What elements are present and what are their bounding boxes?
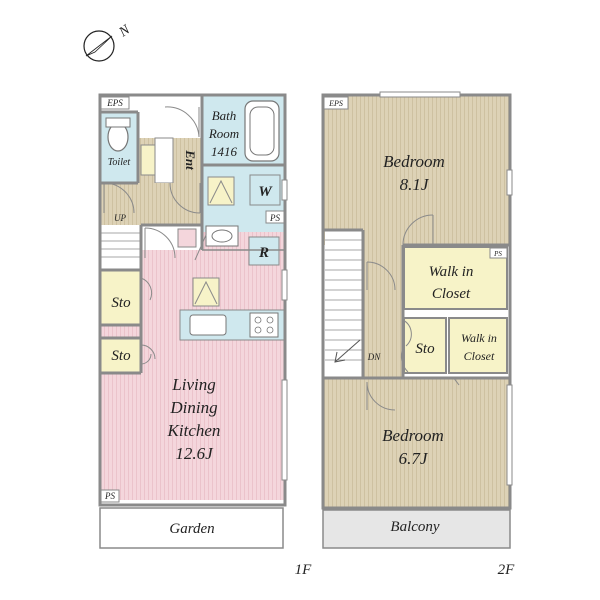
bedroom-2-size: 6.7J: [399, 449, 429, 468]
storage-2-room: [101, 338, 141, 373]
eps-label-1f: EPS: [106, 98, 123, 108]
balcony-label: Balcony: [390, 519, 439, 535]
walk-in-closet-2-room: [448, 317, 508, 374]
ldk-label-2: Dining: [169, 398, 217, 417]
bath-label-2: Room: [208, 126, 239, 141]
eps-box-2f: [323, 96, 349, 110]
bedroom-2-room: [324, 378, 509, 508]
sink-icon: [189, 314, 227, 336]
shoe-cabinet: [140, 144, 156, 176]
bedroom-1-size: 8.1J: [400, 175, 430, 194]
ps-box-bottom: [100, 489, 120, 503]
fridge-space: [248, 236, 280, 266]
eps-box-1f: [100, 96, 130, 110]
up-label: UP: [114, 213, 126, 223]
floor1-windows: [281, 179, 288, 481]
storage-2-label: Sto: [111, 348, 131, 364]
stairs-down-arrow: [334, 339, 361, 363]
ldk-label-1: Living: [171, 375, 215, 394]
washer-space: [249, 174, 281, 206]
garden-label: Garden: [169, 521, 214, 537]
floor2-windows: [379, 91, 513, 486]
compass-north-label: N: [116, 22, 134, 41]
ps-box-top: [265, 210, 285, 224]
floor2-label: 2F: [498, 562, 516, 578]
bedroom-1-label: Bedroom: [383, 152, 445, 171]
bath-label-3: 1416: [211, 144, 238, 159]
floor-1: EPS Toilet Ent Bath Room 1416 W PS UP R …: [98, 93, 313, 578]
bedroom-2-label: Bedroom: [382, 426, 444, 445]
compass-needle-south: [85, 35, 113, 57]
ldk-label-3: Kitchen: [167, 421, 221, 440]
floor1-label: 1F: [295, 562, 313, 578]
entrance-label: Ent: [183, 149, 198, 170]
ldk-size: 12.6J: [175, 444, 214, 463]
floor-2: EPS Bedroom 8.1J Walk in Closet PS Sto W…: [321, 91, 516, 578]
floor2-doors: [366, 214, 460, 411]
stairs-2f: [325, 230, 363, 377]
hallway: [101, 183, 202, 225]
range-hood: [192, 277, 220, 307]
stairs-1f-treads: [101, 232, 141, 258]
ps-label-2f: PS: [493, 250, 502, 258]
eps-label-2f: EPS: [328, 99, 343, 108]
entrance-step: [154, 137, 174, 184]
fridge-label: R: [258, 245, 269, 261]
balcony-area: [322, 509, 511, 549]
storage-1-label: Sto: [111, 295, 131, 311]
storage-1-room: [101, 270, 141, 325]
garden-area: [99, 507, 284, 549]
ldk-room: [101, 232, 284, 500]
storage-2f-label: Sto: [415, 341, 435, 357]
compass: N: [83, 22, 134, 62]
wic-2-label-2: Closet: [464, 349, 495, 363]
down-label: DN: [367, 352, 381, 362]
wash-basin-icon: [205, 225, 239, 247]
floor1-doors: [103, 106, 207, 365]
stairs-1f: [101, 225, 141, 270]
wic-1-label-1: Walk in: [429, 264, 474, 280]
ps-top-label: PS: [269, 213, 280, 223]
washer-label: W: [258, 184, 273, 200]
toilet-label: Toilet: [108, 157, 131, 168]
wic-1-label-2: Closet: [432, 286, 471, 302]
bathtub-icon: [244, 100, 280, 162]
bath-label-1: Bath: [212, 108, 237, 123]
wic-2-label-1: Walk in: [461, 331, 497, 345]
ps-box-2f: [489, 247, 508, 259]
ps-bottom-label: PS: [104, 491, 115, 501]
stove-icon: [249, 312, 279, 338]
